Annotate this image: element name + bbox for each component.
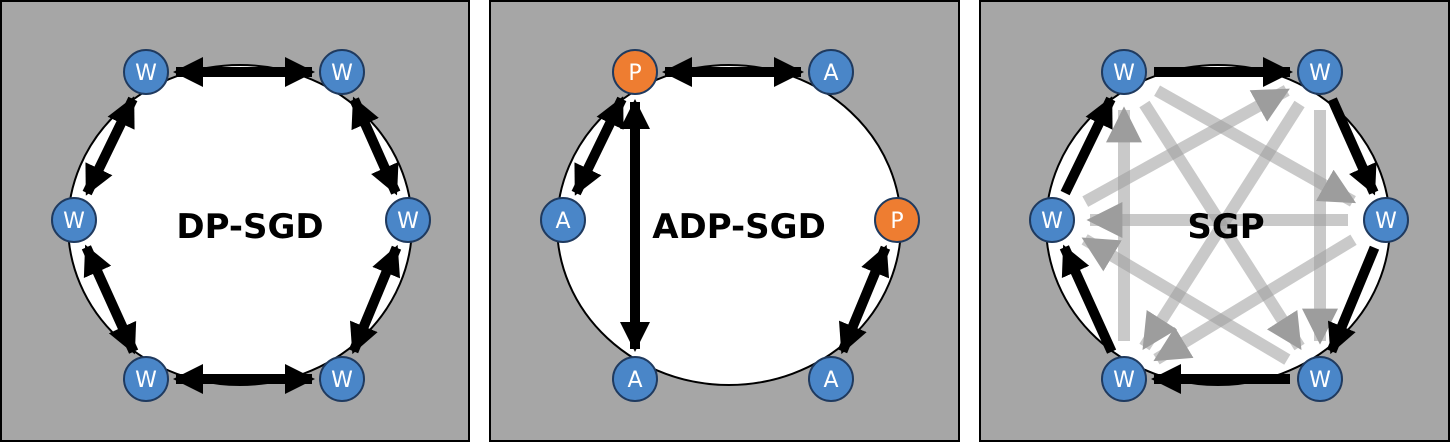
worker-node	[540, 197, 586, 243]
node-label: W	[135, 368, 157, 393]
worker-node	[612, 356, 658, 402]
node-label: W	[135, 61, 157, 86]
worker-node	[1297, 49, 1343, 95]
panel-sgp: W W W W W W SGP	[979, 0, 1450, 442]
worker-node	[1363, 197, 1409, 243]
bidirectional-arrow	[82, 96, 138, 196]
node-label: W	[1113, 368, 1135, 393]
node-label: W	[1309, 61, 1331, 86]
worker-node	[808, 356, 854, 402]
node-label: W	[1041, 209, 1063, 234]
panel-adp-sgd: P A P A A A ADP-SGD	[489, 0, 960, 442]
worker-node	[319, 49, 365, 95]
edges	[571, 57, 891, 355]
worker-node	[123, 356, 169, 402]
passive-node	[874, 197, 920, 243]
nodes: P A P A A A	[540, 49, 920, 402]
nodes: W W W W W W	[51, 49, 431, 402]
edges	[81, 57, 402, 394]
panel-title: SGP	[1187, 207, 1264, 247]
node-label: A	[823, 368, 838, 393]
node-label: W	[1375, 209, 1397, 234]
node-label: W	[1113, 61, 1135, 86]
bidirectional-arrow	[348, 244, 402, 355]
node-label: P	[628, 61, 641, 86]
node-label: A	[627, 368, 642, 393]
panel-title: ADP-SGD	[652, 207, 826, 247]
bidirectional-arrow	[81, 244, 139, 355]
passive-node	[612, 49, 658, 95]
node-label: W	[1309, 368, 1331, 393]
panel-dp-sgd: W W W W W W DP-SGD	[0, 0, 470, 442]
worker-node	[1029, 197, 1075, 243]
bidirectional-arrow	[349, 96, 401, 196]
node-label: W	[331, 61, 353, 86]
panel-title: DP-SGD	[176, 207, 323, 247]
node-label: A	[555, 209, 570, 234]
nodes: W W W W W W	[1029, 49, 1409, 402]
directed-arrow	[1060, 96, 1116, 196]
worker-node	[319, 356, 365, 402]
worker-node	[123, 49, 169, 95]
node-label: W	[331, 368, 353, 393]
node-label: W	[397, 209, 419, 234]
node-label: A	[823, 61, 838, 86]
node-label: P	[890, 209, 903, 234]
faded-arrow	[1153, 234, 1357, 365]
worker-node	[1101, 356, 1147, 402]
worker-node	[808, 49, 854, 95]
bidirectional-arrow	[837, 244, 891, 355]
directed-arrow	[1326, 245, 1380, 355]
worker-node	[1297, 356, 1343, 402]
worker-node	[1101, 49, 1147, 95]
worker-node	[385, 197, 431, 243]
node-label: W	[63, 209, 85, 234]
faded-arrow	[1082, 85, 1290, 207]
bidirectional-arrow	[571, 96, 627, 196]
worker-node	[51, 197, 97, 243]
directed-arrow	[1059, 244, 1117, 354]
edges	[1059, 57, 1380, 394]
directed-arrow	[1327, 97, 1379, 196]
